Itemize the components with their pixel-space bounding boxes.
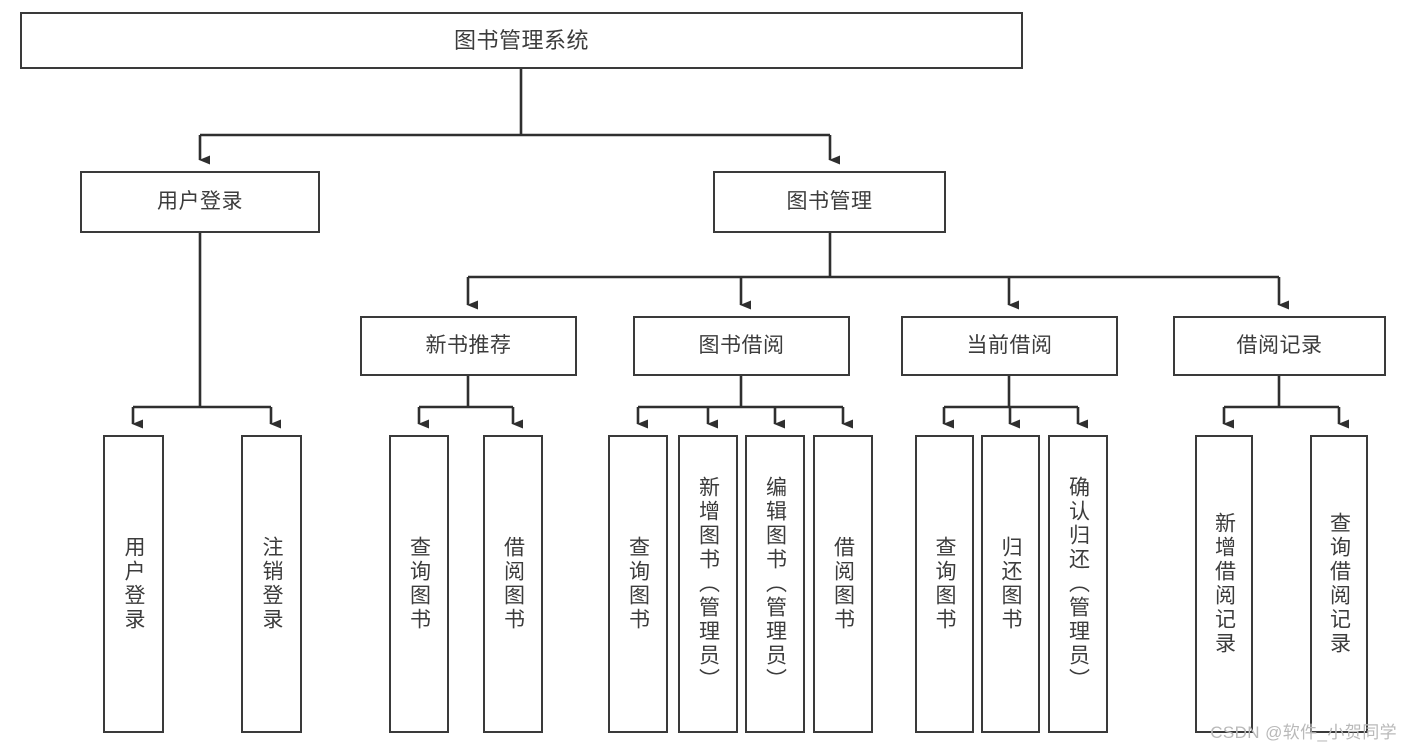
leaf-add-book[interactable]: 新增图书（管理员） — [678, 435, 738, 733]
node-new-book-recommend[interactable]: 新书推荐 — [360, 316, 577, 376]
leaf-user-login-label: 用户登录 — [122, 536, 145, 632]
leaf-logout-login[interactable]: 注销登录 — [241, 435, 302, 733]
node-book-manage-label: 图书管理 — [786, 189, 873, 213]
leaf-user-login[interactable]: 用户登录 — [103, 435, 164, 733]
leaf-return-book-label: 归还图书 — [999, 536, 1022, 632]
leaf-borrow-book-2[interactable]: 借阅图书 — [813, 435, 873, 733]
node-current-borrow[interactable]: 当前借阅 — [901, 316, 1118, 376]
node-book-borrow-label: 图书借阅 — [698, 333, 785, 357]
connector-group — [131, 69, 1349, 429]
leaf-query-book-3[interactable]: 查询图书 — [915, 435, 974, 733]
leaf-query-book-1-label: 查询图书 — [407, 536, 431, 632]
leaf-return-book[interactable]: 归还图书 — [981, 435, 1040, 733]
leaf-add-borrow-record[interactable]: 新增借阅记录 — [1195, 435, 1253, 733]
leaf-add-borrow-record-label: 新增借阅记录 — [1212, 512, 1236, 656]
node-borrow-record[interactable]: 借阅记录 — [1173, 316, 1386, 376]
node-book-borrow[interactable]: 图书借阅 — [633, 316, 850, 376]
node-user-login-label: 用户登录 — [157, 189, 243, 213]
node-new-book-recommend-label: 新书推荐 — [425, 333, 512, 357]
leaf-query-book-2-label: 查询图书 — [626, 536, 650, 632]
leaf-confirm-return[interactable]: 确认归还（管理员） — [1048, 435, 1108, 733]
node-user-login[interactable]: 用户登录 — [80, 171, 320, 233]
leaf-add-book-label: 新增图书（管理员） — [696, 476, 720, 692]
leaf-borrow-book-1[interactable]: 借阅图书 — [483, 435, 543, 733]
node-root[interactable]: 图书管理系统 — [20, 12, 1023, 69]
leaf-query-book-2[interactable]: 查询图书 — [608, 435, 668, 733]
leaf-borrow-book-2-label: 借阅图书 — [831, 536, 855, 632]
node-borrow-record-label: 借阅记录 — [1236, 333, 1323, 357]
leaf-logout-login-label: 注销登录 — [260, 536, 283, 632]
leaf-query-borrow-record[interactable]: 查询借阅记录 — [1310, 435, 1368, 733]
node-root-label: 图书管理系统 — [453, 27, 589, 53]
leaf-query-book-1[interactable]: 查询图书 — [389, 435, 449, 733]
node-current-borrow-label: 当前借阅 — [966, 333, 1053, 357]
leaf-edit-book[interactable]: 编辑图书（管理员） — [745, 435, 805, 733]
leaf-edit-book-label: 编辑图书（管理员） — [763, 476, 787, 692]
node-book-manage[interactable]: 图书管理 — [713, 171, 946, 233]
leaf-borrow-book-1-label: 借阅图书 — [501, 536, 525, 632]
leaf-query-book-3-label: 查询图书 — [933, 536, 956, 632]
leaf-confirm-return-label: 确认归还（管理员） — [1066, 476, 1090, 692]
leaf-query-borrow-record-label: 查询借阅记录 — [1327, 512, 1351, 656]
